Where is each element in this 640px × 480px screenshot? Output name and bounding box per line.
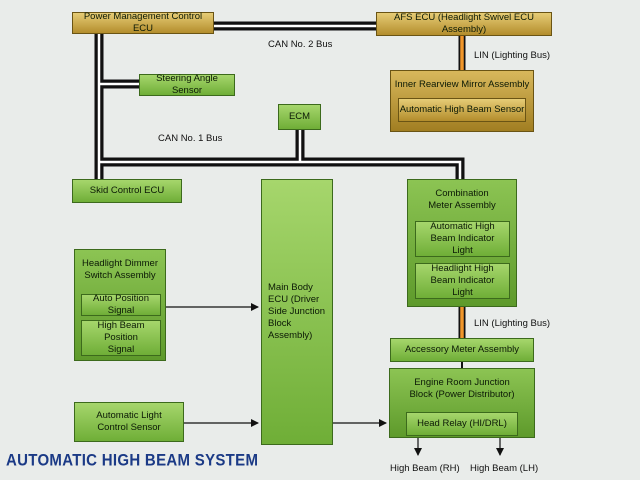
auto-high-beam-sensor-label: Automatic High Beam Sensor [399, 104, 525, 115]
accessory-meter-assembly: Accessory Meter Assembly [390, 338, 534, 362]
head-relay-label: Head Relay (HI/DRL) [417, 418, 507, 429]
combination-meter-label: Combination Meter Assembly [428, 188, 496, 211]
engine-room-jb-label: Engine Room Junction Block (Power Distri… [409, 377, 515, 400]
power-management-ecu-label: Power Management Control ECU [83, 11, 203, 34]
main-body-ecu-label: Main Body ECU (Driver Side Junction Bloc… [268, 282, 326, 341]
high-beam-position-signal-label: High Beam Position Signal [97, 320, 145, 355]
accessory-meter-label: Accessory Meter Assembly [404, 344, 520, 355]
lin-bus-top-label: LIN (Lighting Bus) [474, 50, 551, 61]
can1-bus-line [94, 34, 465, 180]
automatic-light-control-sensor: Automatic Light Control Sensor [74, 402, 184, 442]
auto-hb-indicator-label: Automatic High Beam Indicator Light [430, 221, 495, 256]
can1-bus-label: CAN No. 1 Bus [158, 133, 223, 144]
afs-ecu-label: AFS ECU (Headlight Swivel ECU Assembly) [394, 12, 534, 35]
skid-control-ecu: Skid Control ECU [72, 179, 182, 203]
mirror-assembly-label: Inner Rearview Mirror Assembly [394, 79, 530, 90]
ecm: ECM [278, 104, 321, 130]
headlight-hb-indicator-label: Headlight High Beam Indicator Light [430, 263, 495, 298]
auto-position-signal: Auto Position Signal [81, 293, 161, 316]
main-body-ecu: Main Body ECU (Driver Side Junction Bloc… [261, 179, 333, 445]
system-title: AUTOMATIC HIGH BEAM SYSTEM [6, 451, 259, 470]
auto-high-beam-indicator-light: Automatic High Beam Indicator Light [415, 221, 510, 257]
power-management-ecu: Power Management Control ECU [72, 11, 214, 34]
dimmer-switch-label: Headlight Dimmer Switch Assembly [81, 258, 159, 281]
headlight-high-beam-indicator-light: Headlight High Beam Indicator Light [415, 263, 510, 299]
lin-bus-mid-label: LIN (Lighting Bus) [474, 318, 551, 329]
auto-position-signal-label: Auto Position Signal [93, 293, 149, 316]
steering-angle-sensor: Steering Angle Sensor [139, 73, 235, 96]
head-relay: Head Relay (HI/DRL) [406, 412, 518, 436]
high-beam-rh-label: High Beam (RH) [390, 463, 460, 474]
ecm-label: ECM [288, 111, 311, 122]
high-beam-position-signal: High Beam Position Signal [81, 320, 161, 356]
skid-control-ecu-label: Skid Control ECU [89, 185, 165, 196]
can2-bus-label: CAN No. 2 Bus [268, 39, 333, 50]
steering-angle-sensor-label: Steering Angle Sensor [156, 73, 218, 96]
auto-light-sensor-label: Automatic Light Control Sensor [96, 410, 162, 433]
automatic-high-beam-sensor: Automatic High Beam Sensor [398, 98, 526, 122]
afs-ecu: AFS ECU (Headlight Swivel ECU Assembly) [376, 12, 552, 36]
high-beam-lh-label: High Beam (LH) [470, 463, 539, 474]
